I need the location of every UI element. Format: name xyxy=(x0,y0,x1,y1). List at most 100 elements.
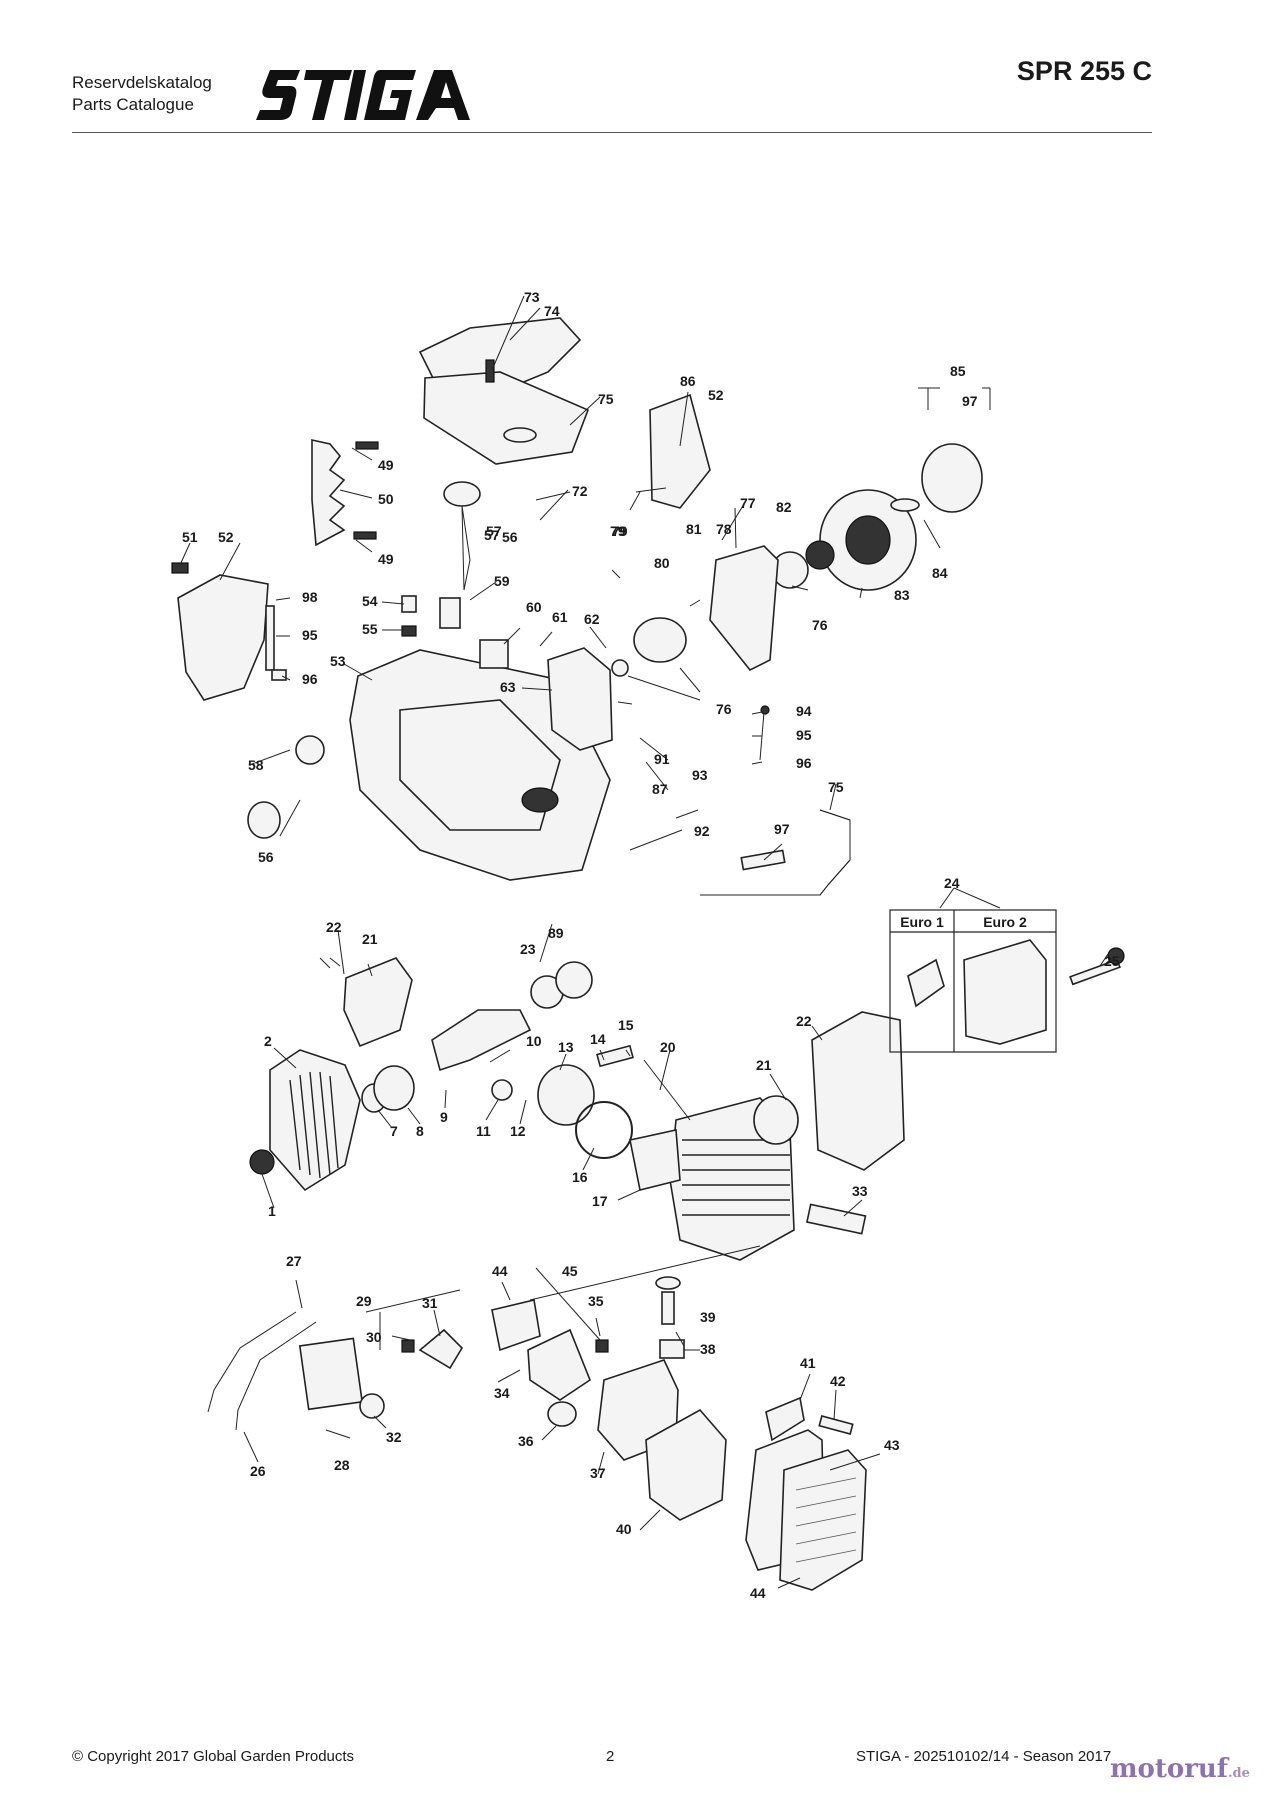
catalog-labels: Reservdelskatalog Parts Catalogue xyxy=(72,72,212,116)
part-label: 27 xyxy=(286,1253,302,1269)
part-label: 36 xyxy=(518,1433,534,1449)
part-label: 17 xyxy=(592,1193,608,1209)
cylinder xyxy=(629,1095,799,1261)
part-label: 62 xyxy=(584,611,600,627)
copyright-notice: © Copyright 2017 Global Garden Products xyxy=(72,1748,355,1765)
part-label: 72 xyxy=(572,483,588,499)
variant-euro-2: Euro 2 xyxy=(983,914,1027,930)
part-label: 75 xyxy=(828,779,844,795)
part-label: 49 xyxy=(378,457,394,473)
part-label: 10 xyxy=(526,1033,542,1049)
part-label: 2 xyxy=(264,1033,272,1049)
part-label: 81 xyxy=(686,521,702,537)
part-label: 7 xyxy=(390,1123,398,1139)
part-label: 80 xyxy=(654,555,670,571)
part-label: 49 xyxy=(378,551,394,567)
part-label: 76 xyxy=(812,617,828,633)
part-label: 35 xyxy=(588,1293,604,1309)
part-label: 79 xyxy=(612,523,628,539)
part-label: 52 xyxy=(708,387,724,403)
part-label: 45 xyxy=(562,1263,578,1279)
part-label: 38 xyxy=(700,1341,716,1357)
catalog-label-en: Parts Catalogue xyxy=(72,95,194,114)
part-label: 29 xyxy=(356,1293,372,1309)
part-label: 75 xyxy=(598,391,614,407)
part-label: 9 xyxy=(440,1109,448,1125)
part-label: 86 xyxy=(680,373,696,389)
part-label: 73 xyxy=(524,289,540,305)
part-label: 15 xyxy=(618,1017,634,1033)
document-reference: STIGA - 202510102/14 - Season 2017 xyxy=(856,1748,1112,1765)
top-cover-group xyxy=(418,317,590,465)
variant-box: Euro 1 Euro 2 xyxy=(889,909,1057,1053)
part-label: 11 xyxy=(476,1123,491,1139)
part-label: 76 xyxy=(716,701,732,717)
part-label: 54 xyxy=(362,593,378,609)
part-label: 50 xyxy=(378,491,394,507)
page-number: 2 xyxy=(606,1748,615,1765)
part-label: 60 xyxy=(526,599,542,615)
part-label: 20 xyxy=(660,1039,676,1055)
part-label: 79 xyxy=(610,523,626,539)
part-label: 61 xyxy=(552,609,568,625)
part-label: 33 xyxy=(852,1183,868,1199)
part-label: 97 xyxy=(962,393,978,409)
part-label: 58 xyxy=(248,757,264,773)
part-label: 96 xyxy=(796,755,812,771)
part-label: 57 xyxy=(486,523,502,539)
part-label: 21 xyxy=(362,931,378,947)
watermark-main: motoruf xyxy=(1110,1754,1228,1784)
part-label: 84 xyxy=(932,565,948,581)
model-title: SPR 255 C xyxy=(1016,56,1152,86)
part-label: 87 xyxy=(652,781,668,797)
variant-euro-1: Euro 1 xyxy=(900,914,944,930)
part-label: 43 xyxy=(884,1437,900,1453)
part-label: 16 xyxy=(572,1169,588,1185)
part-label: 13 xyxy=(558,1039,574,1055)
part-label: 22 xyxy=(796,1013,812,1029)
part-label: 52 xyxy=(218,529,234,545)
part-label: 41 xyxy=(800,1355,816,1371)
part-label: 14 xyxy=(590,1031,606,1047)
part-label: 56 xyxy=(502,529,518,545)
part-label: 83 xyxy=(894,587,910,603)
part-label: 95 xyxy=(302,627,318,643)
part-label: 8 xyxy=(416,1123,424,1139)
header-rule xyxy=(72,132,1152,133)
part-label: 55 xyxy=(362,621,378,637)
part-label: 96 xyxy=(302,671,318,687)
part-label: 89 xyxy=(548,925,564,941)
part-label: 56 xyxy=(258,849,274,865)
watermark-suffix: .de xyxy=(1228,1766,1250,1781)
part-label: 95 xyxy=(796,727,812,743)
part-label: 23 xyxy=(520,941,536,957)
part-label: 25 xyxy=(1104,953,1120,969)
part-label: 85 xyxy=(950,363,966,379)
part-label: 57 xyxy=(484,527,500,543)
crankcase-housing xyxy=(349,649,611,881)
part-label: 51 xyxy=(182,529,198,545)
part-label: 44 xyxy=(750,1585,766,1601)
part-label: 39 xyxy=(700,1309,716,1325)
part-label: 44 xyxy=(492,1263,508,1279)
part-label: 77 xyxy=(740,495,756,511)
part-label: 12 xyxy=(510,1123,526,1139)
part-label: 32 xyxy=(386,1429,402,1445)
flywheel xyxy=(249,1049,361,1192)
part-label: 59 xyxy=(494,573,510,589)
part-label: 37 xyxy=(590,1465,606,1481)
part-label: 98 xyxy=(302,589,318,605)
part-label: 78 xyxy=(716,521,732,537)
part-label: 53 xyxy=(330,653,346,669)
part-label: 22 xyxy=(326,919,342,935)
part-label: 97 xyxy=(774,821,790,837)
part-label: 82 xyxy=(776,499,792,515)
exploded-parts-diagram: Euro 1 Euro 2 xyxy=(171,289,1125,1601)
part-label: 34 xyxy=(494,1385,510,1401)
stiga-logo xyxy=(256,70,470,120)
catalog-label-sv: Reservdelskatalog xyxy=(72,73,212,92)
part-label: 21 xyxy=(756,1057,772,1073)
part-label: 63 xyxy=(500,679,516,695)
part-label: 31 xyxy=(422,1295,438,1311)
part-label: 93 xyxy=(692,767,708,783)
